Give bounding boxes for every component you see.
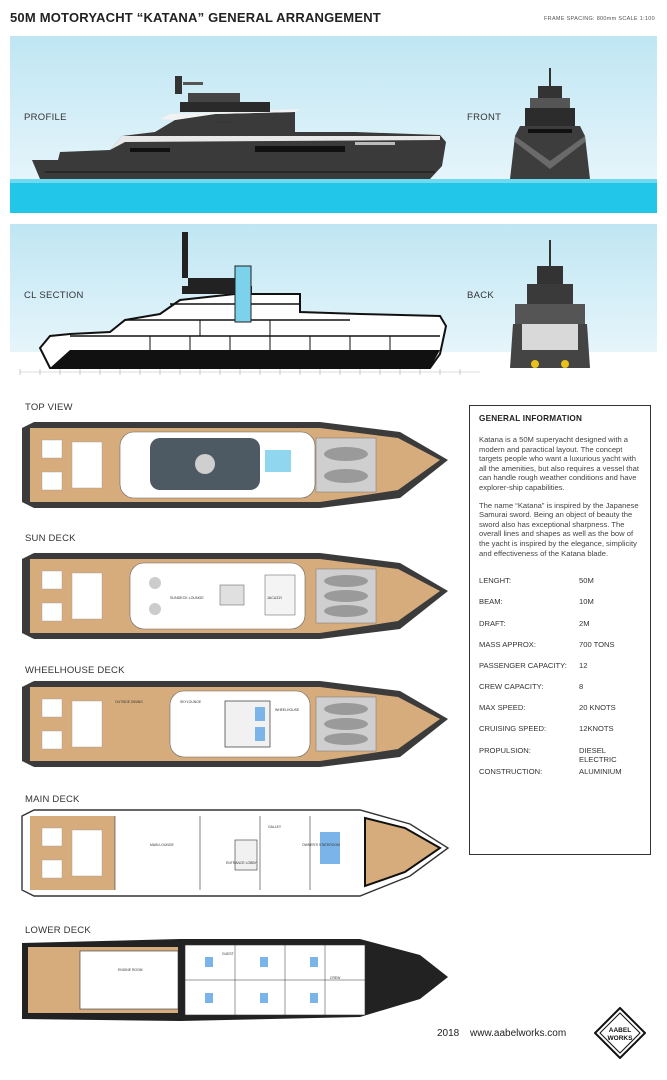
deck-label-wheelhouse: WHEELHOUSE DECK	[25, 665, 125, 676]
entrance-lobby-label: ENTRANCE LOBBY	[226, 861, 258, 865]
guest-label: GUEST	[222, 952, 234, 956]
sundeck-lounge-label: SUNDECK LOUNGE	[170, 596, 204, 600]
engine-room-label: ENGINE ROOM	[118, 968, 143, 972]
main-lounge-label: MAIN LOUNGE	[150, 843, 174, 847]
skylounge-label: SKYLOUNGE	[180, 700, 202, 704]
general-information-heading: GENERAL INFORMATION	[479, 414, 583, 423]
section-panel: CL SECTION BACK	[10, 224, 657, 379]
jacuzzi-label: JACUZZI	[267, 596, 282, 600]
deck-label-top: TOP VIEW	[25, 402, 73, 413]
spec-row-propulsion: PROPULSION:DIESEL ELECTRIC	[479, 745, 617, 764]
lower-deck-plan: ENGINE ROOM GUEST CREW	[22, 939, 448, 1021]
spec-row-max-speed: MAX SPEED:20 KNOTS	[479, 703, 616, 713]
spec-list: LENGHT:50M BEAM:10M DRAFT:2M MASS APPROX…	[479, 576, 641, 788]
owners-stateroom-label: OWNER'S STATEROOM	[302, 843, 340, 847]
spec-row-cruising-speed: CRUISING SPEED:12KNOTS	[479, 724, 614, 734]
profile-panel: PROFILE FRONT KATANA	[10, 36, 657, 213]
page-title: 50M MOTORYACHT “KATANA” GENERAL ARRANGEM…	[10, 10, 381, 25]
section-drawing	[10, 232, 657, 379]
sun-deck-plan: SUNDECK LOUNGE JACUZZI	[22, 553, 448, 639]
aabel-works-logo: AABEL WORKS	[594, 1007, 646, 1059]
info-paragraph-1: Katana is a 50M superyacht designed with…	[479, 435, 639, 492]
deck-label-lower: LOWER DECK	[25, 925, 91, 936]
wheelhouse-label: WHEELHOUSE	[275, 708, 300, 712]
spec-row-passenger-capacity: PASSENGER CAPACITY:12	[479, 660, 588, 670]
spec-row-crew-capacity: CREW CAPACITY:8	[479, 682, 584, 692]
logo-text-bottom: WORKS	[608, 1035, 634, 1042]
footer: 2018 www.aabelworks.com	[437, 1028, 566, 1039]
main-deck-plan: MAIN LOUNGE ENTRANCE LOBBY GALLEY OWNER'…	[21, 809, 450, 897]
wheelhouse-deck-plan: OUTSIDE DINING SKYLOUNGE WHEELHOUSE	[22, 681, 448, 767]
footer-year: 2018	[437, 1028, 460, 1039]
hull-name: KATANA	[215, 119, 231, 124]
deck-label-sun: SUN DECK	[25, 533, 76, 544]
frame-spacing-note: FRAME SPACING: 800mm SCALE 1:100	[544, 16, 655, 22]
top-view-plan	[22, 422, 448, 508]
footer-url[interactable]: www.aabelworks.com	[470, 1028, 567, 1039]
info-paragraph-2: The name “Katana” is inspired by the Jap…	[479, 500, 639, 558]
back-label: BACK	[467, 290, 495, 301]
crew-label: CREW	[330, 976, 341, 980]
deck-label-main: MAIN DECK	[25, 794, 80, 805]
spec-row-draft: DRAFT:2M	[479, 618, 590, 628]
outside-dining-label: OUTSIDE DINING	[115, 700, 143, 704]
logo-text-top: AABEL	[609, 1027, 631, 1034]
spec-row-beam: BEAM:10M	[479, 597, 594, 607]
cl-section-label: CL SECTION	[24, 290, 84, 301]
profile-label: PROFILE	[24, 112, 67, 123]
spec-row-length: LENGHT:50M	[479, 576, 594, 586]
spec-row-construction: CONSTRUCTION:ALUMINIUM	[479, 766, 622, 776]
galley-label: GALLEY	[268, 825, 282, 829]
spec-row-mass: MASS APPROX:700 TONS	[479, 639, 615, 649]
front-label: FRONT	[467, 112, 502, 123]
general-information-panel: GENERAL INFORMATION Katana is a 50M supe…	[469, 405, 651, 855]
profile-drawing: KATANA	[10, 68, 657, 213]
